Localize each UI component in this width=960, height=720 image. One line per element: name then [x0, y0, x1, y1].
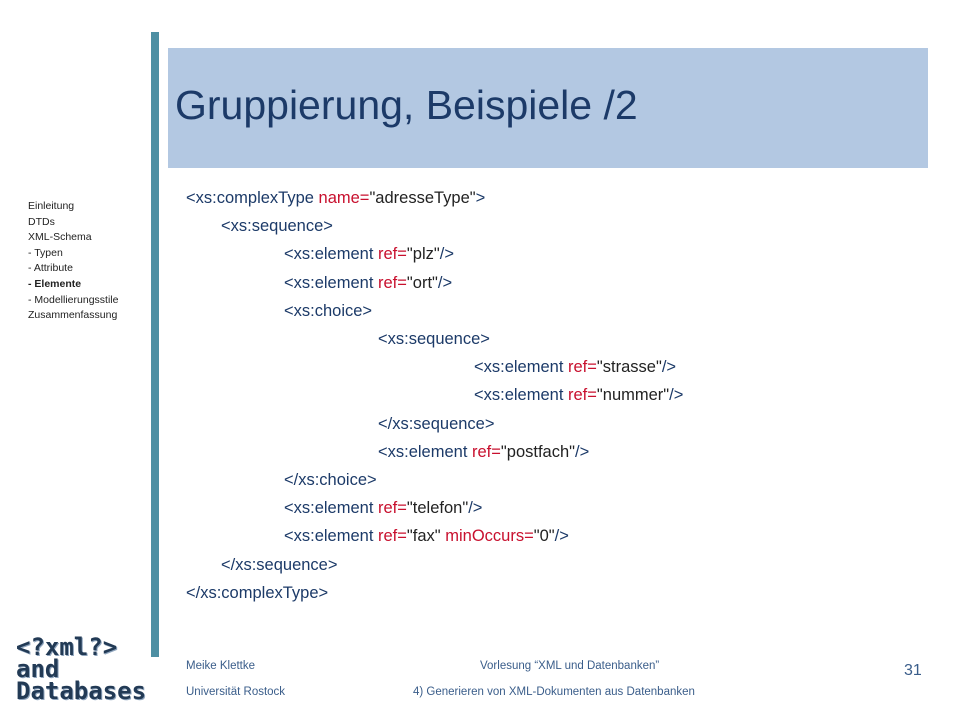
xml-attribute-value: "0" [533, 527, 555, 546]
xml-tag: </xs:sequence> [221, 555, 338, 574]
logo-line: Databases [16, 677, 147, 705]
xml-tag: </xs:sequence> [378, 414, 495, 433]
xml-attribute-value: "telefon" [406, 499, 469, 518]
xml-tag-close: /> [468, 499, 483, 518]
code-line: </xs:sequence> [378, 415, 495, 434]
xml-tag: <xs:sequence> [221, 217, 333, 236]
code-line: <xs:element ref="ort"/> [284, 274, 452, 293]
xml-attribute-name: ref= [378, 273, 407, 292]
xml-tag: <xs:sequence> [378, 330, 490, 348]
logo-line: and [16, 655, 60, 683]
toc-item: Zusammenfassung [28, 309, 118, 322]
xml-attribute-value: "postfach" [500, 442, 576, 461]
code-line: <xs:sequence> [378, 330, 490, 349]
xml-tag: <xs:complexType [186, 189, 314, 207]
slide-title: Gruppierung, Beispiele /2 [175, 82, 638, 128]
xml-tag: <xs:element [284, 273, 374, 292]
xml-tag-close: /> [554, 527, 569, 546]
toc-item: - Modellierungsstile [28, 293, 119, 306]
xml-attribute-value: "nummer" [596, 386, 670, 405]
code-line: <xs:element ref="strasse"/> [474, 358, 676, 377]
xml-tag-close: /> [439, 245, 454, 264]
xml-attribute-value: "adresseType" [369, 189, 476, 207]
footer-chapter: 4) Generieren von XML-Dokumenten aus Dat… [413, 686, 695, 698]
page-number: 31 [904, 662, 922, 679]
footer-university: Universität Rostock [186, 686, 286, 698]
xml-tag-close: /> [661, 358, 677, 377]
xml-attribute-name: ref= [378, 245, 407, 264]
code-line: </xs:complexType> [186, 584, 328, 603]
table-of-contents: Einleitung DTDs XML-Schema - Typen - Att… [28, 199, 118, 324]
xml-attribute-name: ref= [568, 386, 597, 405]
code-line: <xs:element ref="plz"/> [284, 245, 454, 264]
slide-accent-bar [151, 32, 159, 657]
code-line: </xs:choice> [284, 471, 377, 490]
code-line: <xs:complexType name="adresseType"> [186, 189, 485, 208]
toc-item-active: - Elemente [28, 277, 82, 290]
xml-tag-close: /> [669, 386, 684, 405]
xml-tag: <xs:element [284, 245, 374, 264]
xml-tag: </xs:choice> [284, 471, 377, 489]
xml-tag: </xs:complexType> [186, 583, 329, 602]
footer-lecture: Vorlesung “XML und Datenbanken” [480, 660, 660, 672]
xml-attribute-value: "fax" [406, 527, 441, 546]
xml-tag: <xs:element [284, 499, 374, 518]
xml-tag: <xs:choice> [284, 301, 373, 320]
code-line: <xs:element ref="nummer"/> [474, 386, 683, 405]
toc-item: - Typen [28, 246, 63, 259]
xml-tag: <xs:element [474, 358, 564, 377]
xml-attribute-value: "strasse" [596, 358, 662, 377]
xml-attribute-name: ref= [378, 527, 407, 546]
xml-tag-close: /> [575, 442, 590, 461]
xml-attribute-name: name= [318, 189, 370, 207]
xml-tag-close: > [475, 189, 486, 207]
toc-item: - Attribute [28, 262, 73, 275]
xml-attribute-name: ref= [378, 499, 407, 518]
xml-tag: <xs:element [378, 442, 468, 461]
code-line: <xs:element ref="telefon"/> [284, 499, 482, 518]
toc-item: Einleitung [28, 200, 75, 212]
logo-line: <?xml?> [16, 633, 118, 661]
xml-attribute-value: "ort" [406, 273, 438, 292]
toc-item: XML-Schema [28, 231, 92, 244]
title-band [168, 48, 928, 168]
code-line: <xs:element ref="fax" minOccurs="0"/> [284, 527, 569, 546]
xml-attribute-value: "plz" [406, 245, 440, 264]
xml-tag: <xs:element [284, 527, 374, 546]
code-line: <xs:sequence> [221, 217, 333, 236]
xml-and-databases-logo: <?xml?> and Databases [16, 633, 147, 705]
toc-item: DTDs [28, 215, 55, 228]
footer-author: Meike Klettke [186, 660, 256, 672]
xml-tag: <xs:element [474, 386, 564, 405]
xml-tag-close: /> [437, 273, 453, 292]
code-line: <xs:choice> [284, 302, 372, 321]
code-line: <xs:element ref="postfach"/> [378, 443, 589, 462]
xml-attribute-name: ref= [568, 358, 597, 377]
code-line: </xs:sequence> [221, 556, 338, 575]
xml-attribute-name: minOccurs= [445, 527, 534, 546]
xml-attribute-name: ref= [472, 442, 501, 461]
